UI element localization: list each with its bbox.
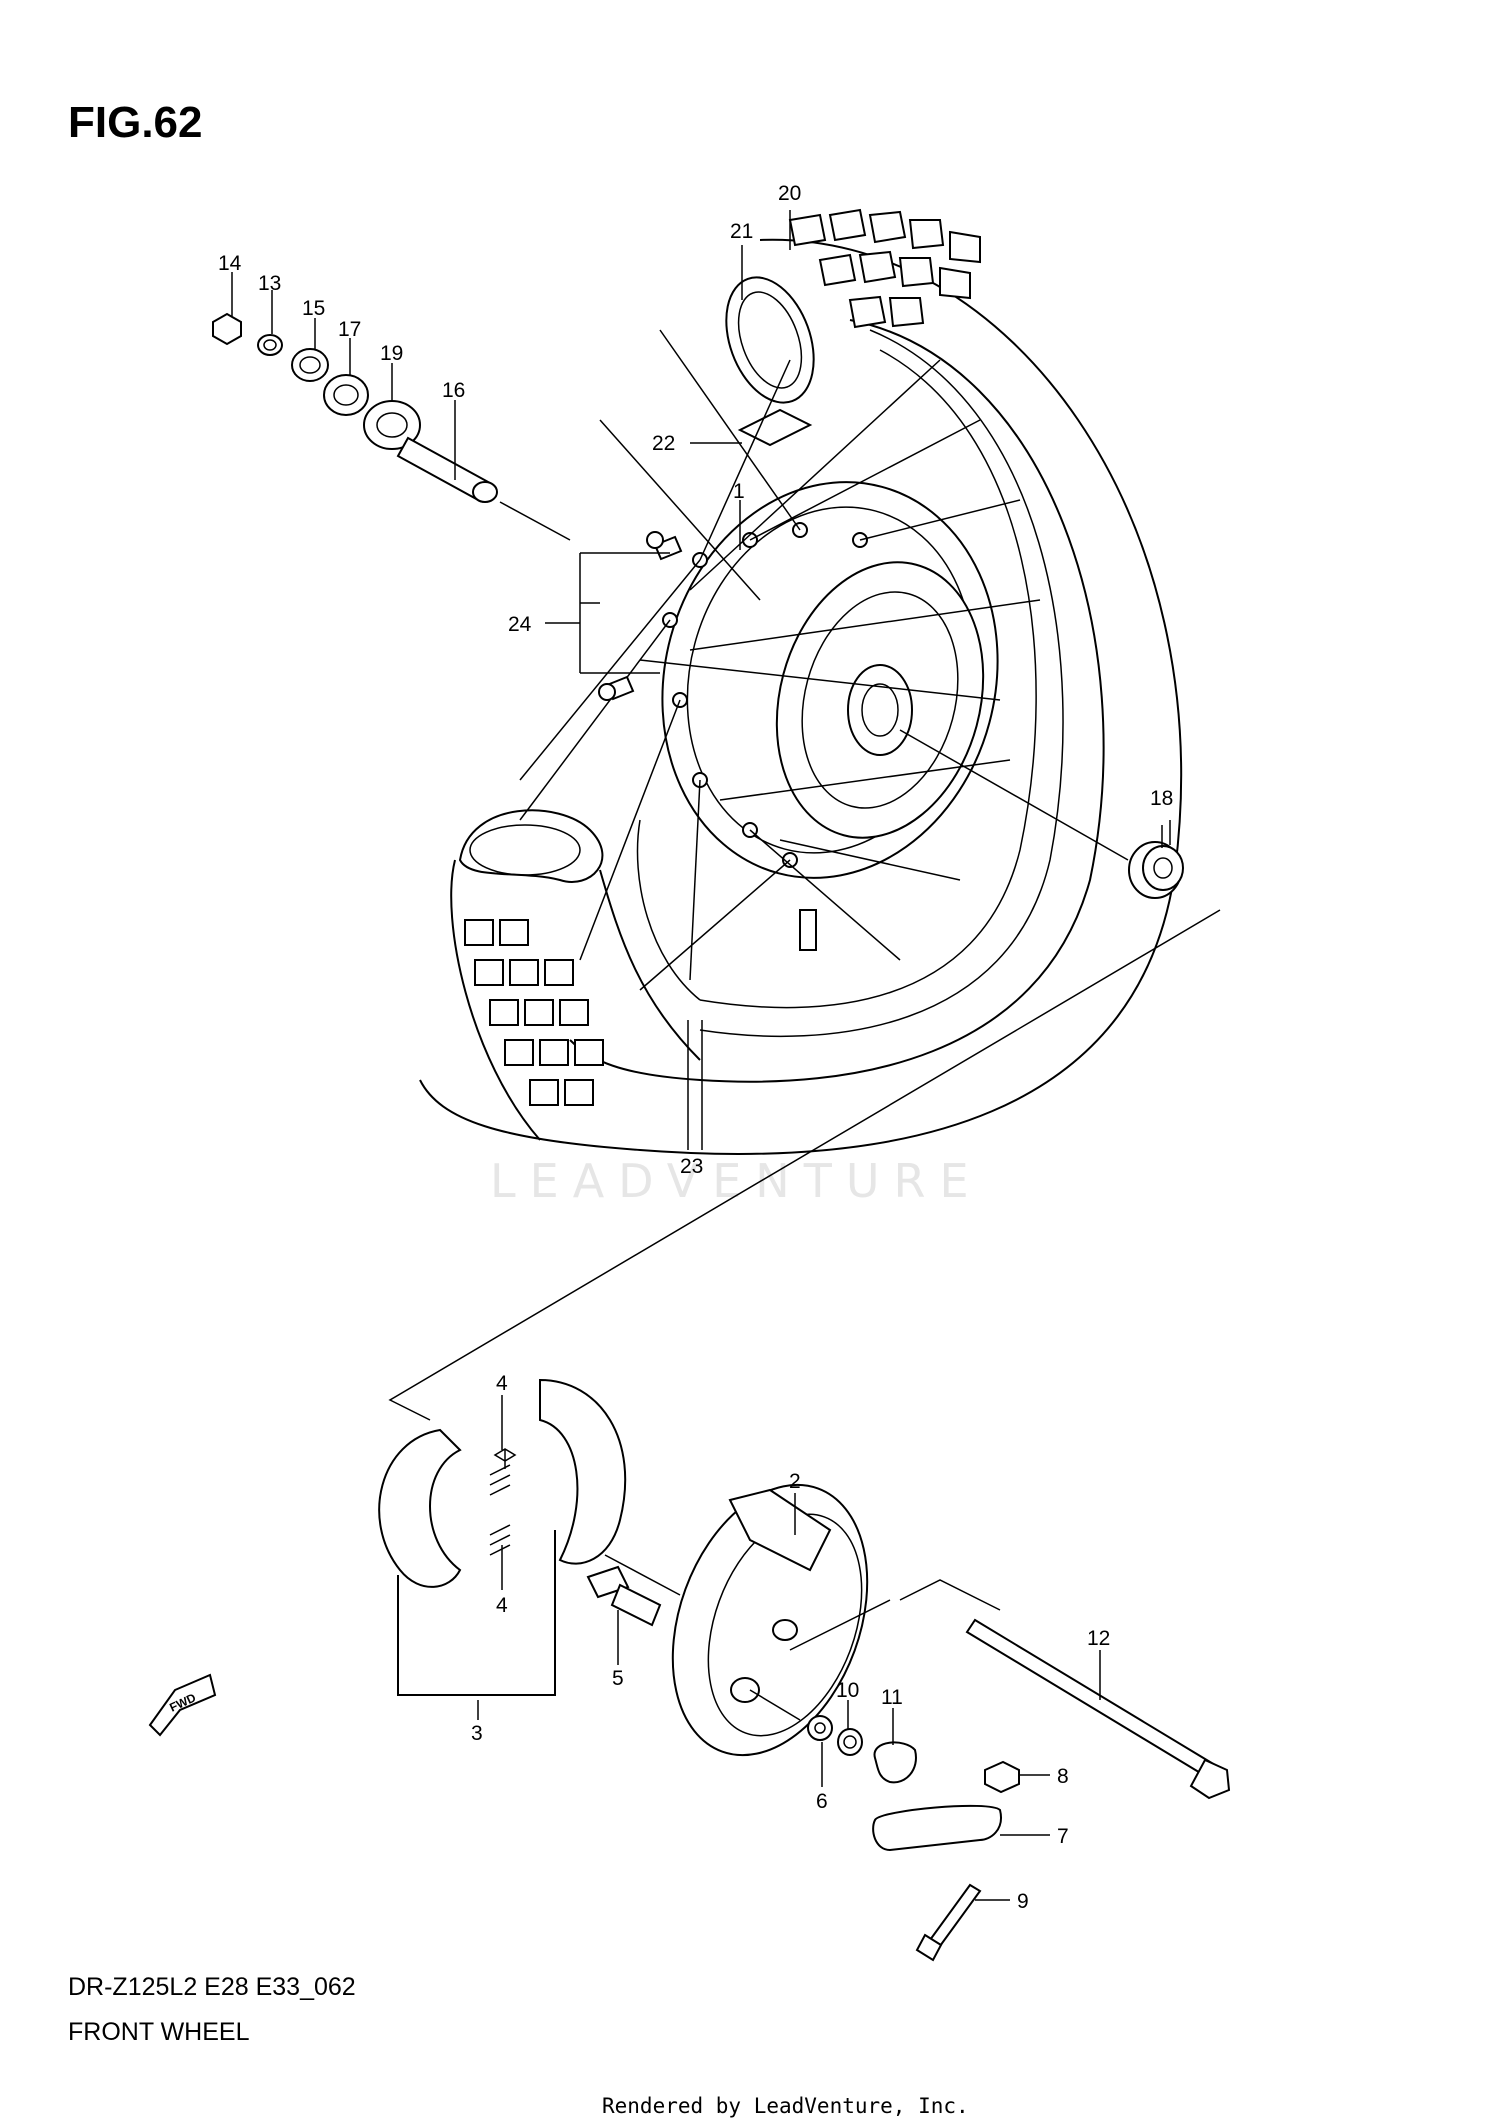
front-axle — [965, 1618, 1231, 1800]
tube-section-top — [725, 276, 815, 447]
rendered-by-credit: Rendered by LeadVenture, Inc. — [602, 2094, 969, 2118]
callout-11: 11 — [881, 1686, 903, 1709]
callout-leader-lines — [231, 210, 1163, 1901]
panel-leader-lines — [749, 1579, 1001, 1721]
wheel-spokes — [519, 329, 1041, 991]
wheel-hub — [661, 481, 999, 879]
callout-7: 7 — [1057, 1825, 1069, 1848]
callout-15: 15 — [302, 297, 325, 320]
callout-2: 2 — [789, 1470, 801, 1493]
figure-name: FRONT WHEEL — [68, 2018, 250, 2046]
callout-10: 10 — [836, 1679, 859, 1702]
callout-18: 18 — [1150, 787, 1173, 810]
callout-24: 24 — [508, 613, 532, 636]
brake-cam-lever — [872, 1804, 1002, 1852]
callout-6: 6 — [816, 1790, 828, 1813]
callout-13: 13 — [258, 272, 281, 295]
callout-14: 14 — [218, 252, 242, 275]
callout-3: 3 — [471, 1722, 483, 1745]
callout-22: 22 — [652, 432, 675, 455]
axle-washers — [807, 1715, 917, 1784]
callout-numbers: 14 13 15 17 19 16 20 21 22 1 24 18 23 4 … — [218, 182, 1173, 1913]
figure-title: FIG.62 — [68, 98, 203, 147]
tire-valve — [799, 909, 817, 951]
brake-cam-shaft — [586, 1554, 681, 1627]
callout-9: 9 — [1017, 1890, 1029, 1913]
callout-16: 16 — [442, 379, 465, 402]
callout-21: 21 — [730, 220, 753, 243]
callout-17: 17 — [338, 318, 361, 341]
callout-19: 19 — [380, 342, 403, 365]
callout-23: 23 — [680, 1155, 703, 1178]
brake-shoes — [378, 1378, 627, 1588]
callout-4-bottom: 4 — [496, 1594, 508, 1617]
tire-section-bottom — [450, 809, 701, 1141]
model-code: DR-Z125L2 E28 E33_062 — [68, 1973, 356, 2001]
callout-8: 8 — [1057, 1765, 1069, 1788]
forward-direction-arrow: FWD — [148, 1673, 217, 1737]
wheel-assembly — [419, 208, 1183, 1155]
axle-nut — [984, 1760, 1020, 1794]
lever-bolt — [915, 1883, 982, 1962]
assembly-boundary-line — [388, 909, 1221, 1421]
bearing-right — [899, 729, 1184, 899]
tire-tread-top — [788, 208, 981, 329]
callout-4-top: 4 — [496, 1372, 508, 1395]
callout-20: 20 — [778, 182, 801, 205]
callout-5: 5 — [612, 1667, 624, 1690]
brake-panel — [671, 1483, 869, 1757]
brake-shoe-bracket — [397, 1530, 556, 1696]
watermark-text: LEADVENTURE — [490, 1154, 983, 1208]
axle-parts-top — [212, 312, 571, 541]
callout-1: 1 — [733, 480, 745, 503]
callout-12: 12 — [1087, 1627, 1110, 1650]
